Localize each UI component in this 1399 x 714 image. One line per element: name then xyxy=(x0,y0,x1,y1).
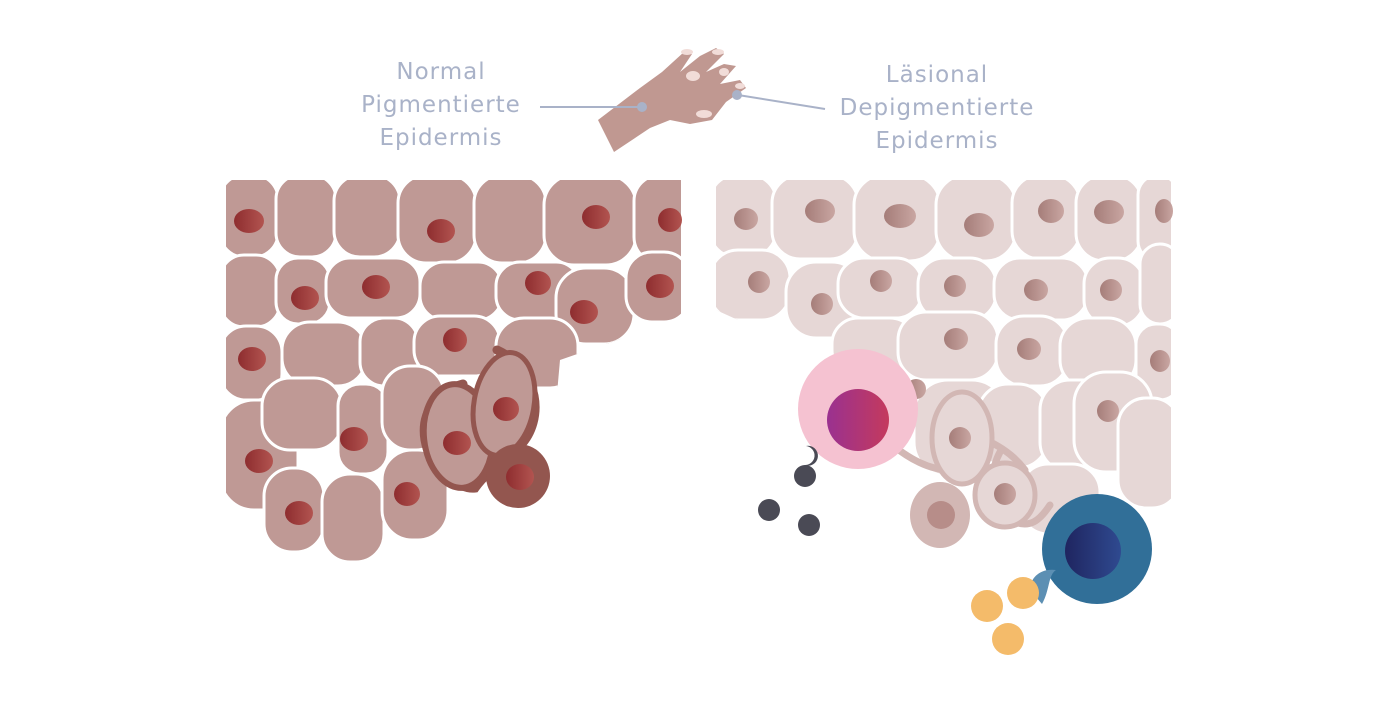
label-normal-pigmented-epidermis: Normal Pigmentierte Epidermis xyxy=(346,56,536,155)
label-lesional-line3: Epidermis xyxy=(875,128,999,154)
hand-icon xyxy=(598,48,746,152)
pointer-dot-lesional xyxy=(732,90,742,100)
lesional-epidermis xyxy=(716,180,1173,548)
label-lesional-line1: Läsional xyxy=(885,62,989,88)
label-normal-line2: Pigmentierte xyxy=(361,92,521,118)
label-normal-line1: Normal xyxy=(396,59,486,85)
leader-lines xyxy=(540,90,826,112)
label-lesional-line2: Depigmentierte xyxy=(839,95,1035,121)
dark-granules xyxy=(758,445,820,536)
yellow-granules xyxy=(971,577,1039,655)
label-normal-line3: Epidermis xyxy=(379,125,503,151)
nuclei-normal xyxy=(234,205,682,525)
blue-immune-cell xyxy=(1030,494,1152,604)
label-lesional-depigmented-epidermis: Läsional Depigmentierte Epidermis xyxy=(826,59,1048,158)
pointer-dot-normal xyxy=(637,102,647,112)
normal-epidermis xyxy=(226,180,682,564)
pink-immune-cell xyxy=(798,349,918,469)
